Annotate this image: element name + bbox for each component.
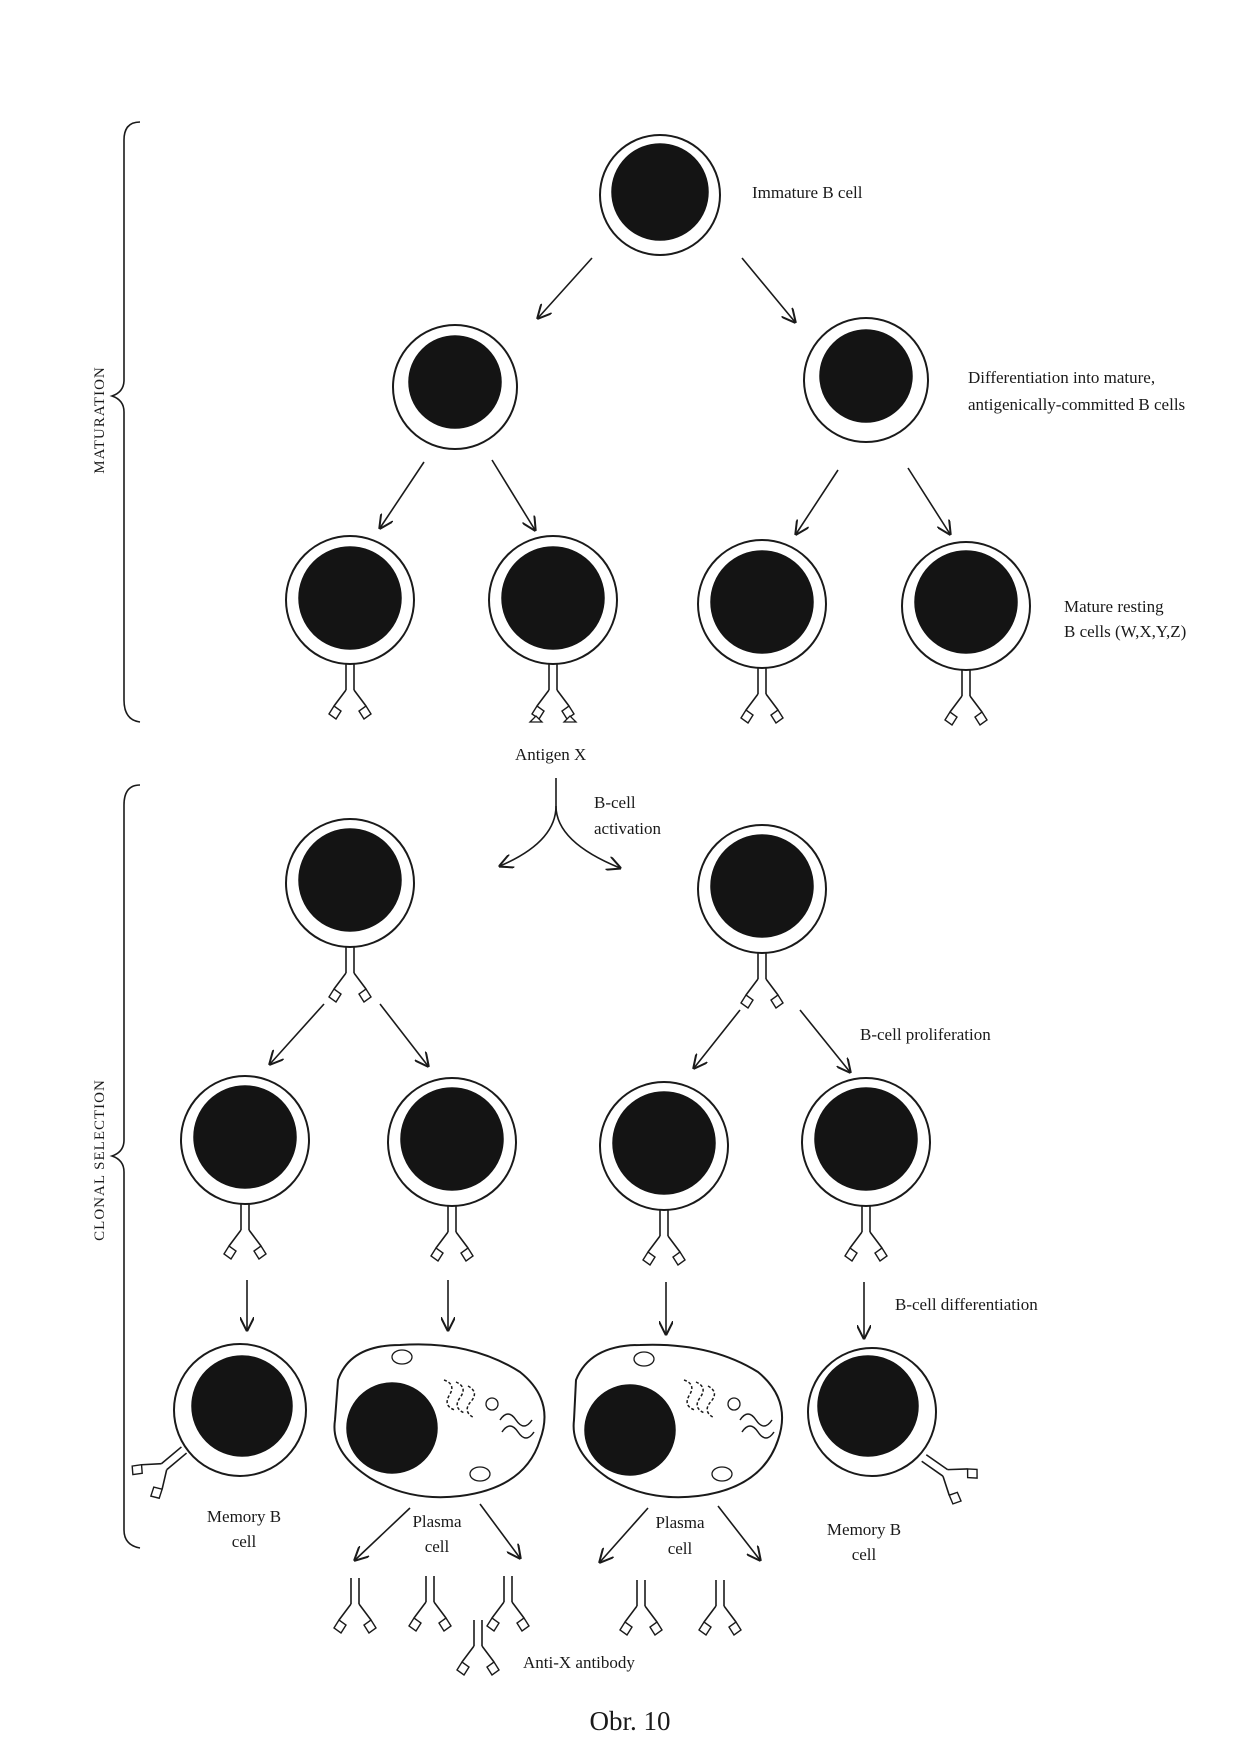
proliferation-label: B-cell proliferation (860, 1025, 991, 1044)
plasma-cell-left-label-line1: Plasma (412, 1512, 462, 1531)
free-antibody (619, 1579, 663, 1636)
memory-b-cell-right-label-line2: cell (852, 1545, 877, 1564)
free-antibody (486, 1575, 530, 1632)
arrow (491, 459, 535, 530)
memory-b-cell-right (807, 1347, 982, 1508)
arrow (270, 1003, 325, 1064)
b-cell-differentiation-label: B-cell differentiation (895, 1295, 1038, 1314)
antigen-x-marker (528, 715, 578, 723)
immature-b-cell (599, 134, 721, 256)
activation-label-line2: activation (594, 819, 662, 838)
free-antibody (698, 1579, 742, 1636)
arrow (907, 467, 950, 534)
mature-resting-label-line2: B cells (W,X,Y,Z) (1064, 622, 1186, 641)
activated-b-cell (285, 818, 415, 1003)
activation-label-line1: B-cell (594, 793, 636, 812)
activation-arrow (500, 778, 557, 866)
arrow (799, 1009, 850, 1072)
differentiation-label-line2: antigenically-committed B cells (968, 395, 1185, 414)
arrow (538, 257, 593, 318)
plasma-cell-right-label-line1: Plasma (655, 1513, 705, 1532)
free-antibody (333, 1577, 377, 1634)
proliferated-b-cell (387, 1077, 517, 1262)
arrow (380, 461, 425, 528)
mature-resting-b-cell-w (285, 535, 415, 720)
plasma-cell-left (333, 1343, 546, 1499)
immature-b-cell-label: Immature B cell (752, 183, 863, 202)
mature-committed-b-cell (803, 317, 929, 443)
proliferated-b-cell (801, 1077, 931, 1262)
arrow (379, 1003, 428, 1066)
activation-arrow (555, 805, 620, 868)
plasma-cell-left-label-line2: cell (425, 1537, 450, 1556)
proliferated-b-cell (180, 1075, 310, 1260)
mature-resting-label-line1: Mature resting (1064, 597, 1164, 616)
clonal-selection-bracket (109, 784, 141, 1549)
mature-resting-b-cell-y (697, 539, 827, 724)
arrow (355, 1507, 411, 1560)
arrow (479, 1503, 520, 1558)
maturation-section-label: MATURATION (92, 366, 108, 474)
clonal-selection-section-label: CLONAL SELECTION (92, 1079, 108, 1241)
arrow (796, 469, 839, 534)
arrow (741, 257, 795, 322)
activated-b-cell (697, 824, 827, 1009)
plasma-cell-right (572, 1343, 784, 1499)
antigen-x-label: Antigen X (515, 745, 586, 764)
arrow (694, 1009, 741, 1068)
memory-b-cell-right-label-line1: Memory B (827, 1520, 901, 1539)
plasma-cell-right-label-line2: cell (668, 1539, 693, 1558)
arrow (600, 1507, 649, 1562)
proliferated-b-cell (599, 1081, 729, 1266)
anti-x-antibody-label: Anti-X antibody (523, 1653, 635, 1672)
mature-committed-b-cell (392, 324, 518, 450)
mature-resting-b-cell-z (901, 541, 1031, 726)
memory-b-cell-left (127, 1343, 307, 1503)
maturation-bracket (109, 121, 141, 723)
memory-b-cell-left-label-line1: Memory B (207, 1507, 281, 1526)
arrow (717, 1505, 760, 1560)
mature-resting-b-cell-x (488, 535, 618, 723)
memory-b-cell-left-label-line2: cell (232, 1532, 257, 1551)
free-antibody (408, 1575, 452, 1632)
differentiation-label-line1: Differentiation into mature, (968, 368, 1155, 387)
figure-caption: Obr. 10 (590, 1706, 671, 1736)
